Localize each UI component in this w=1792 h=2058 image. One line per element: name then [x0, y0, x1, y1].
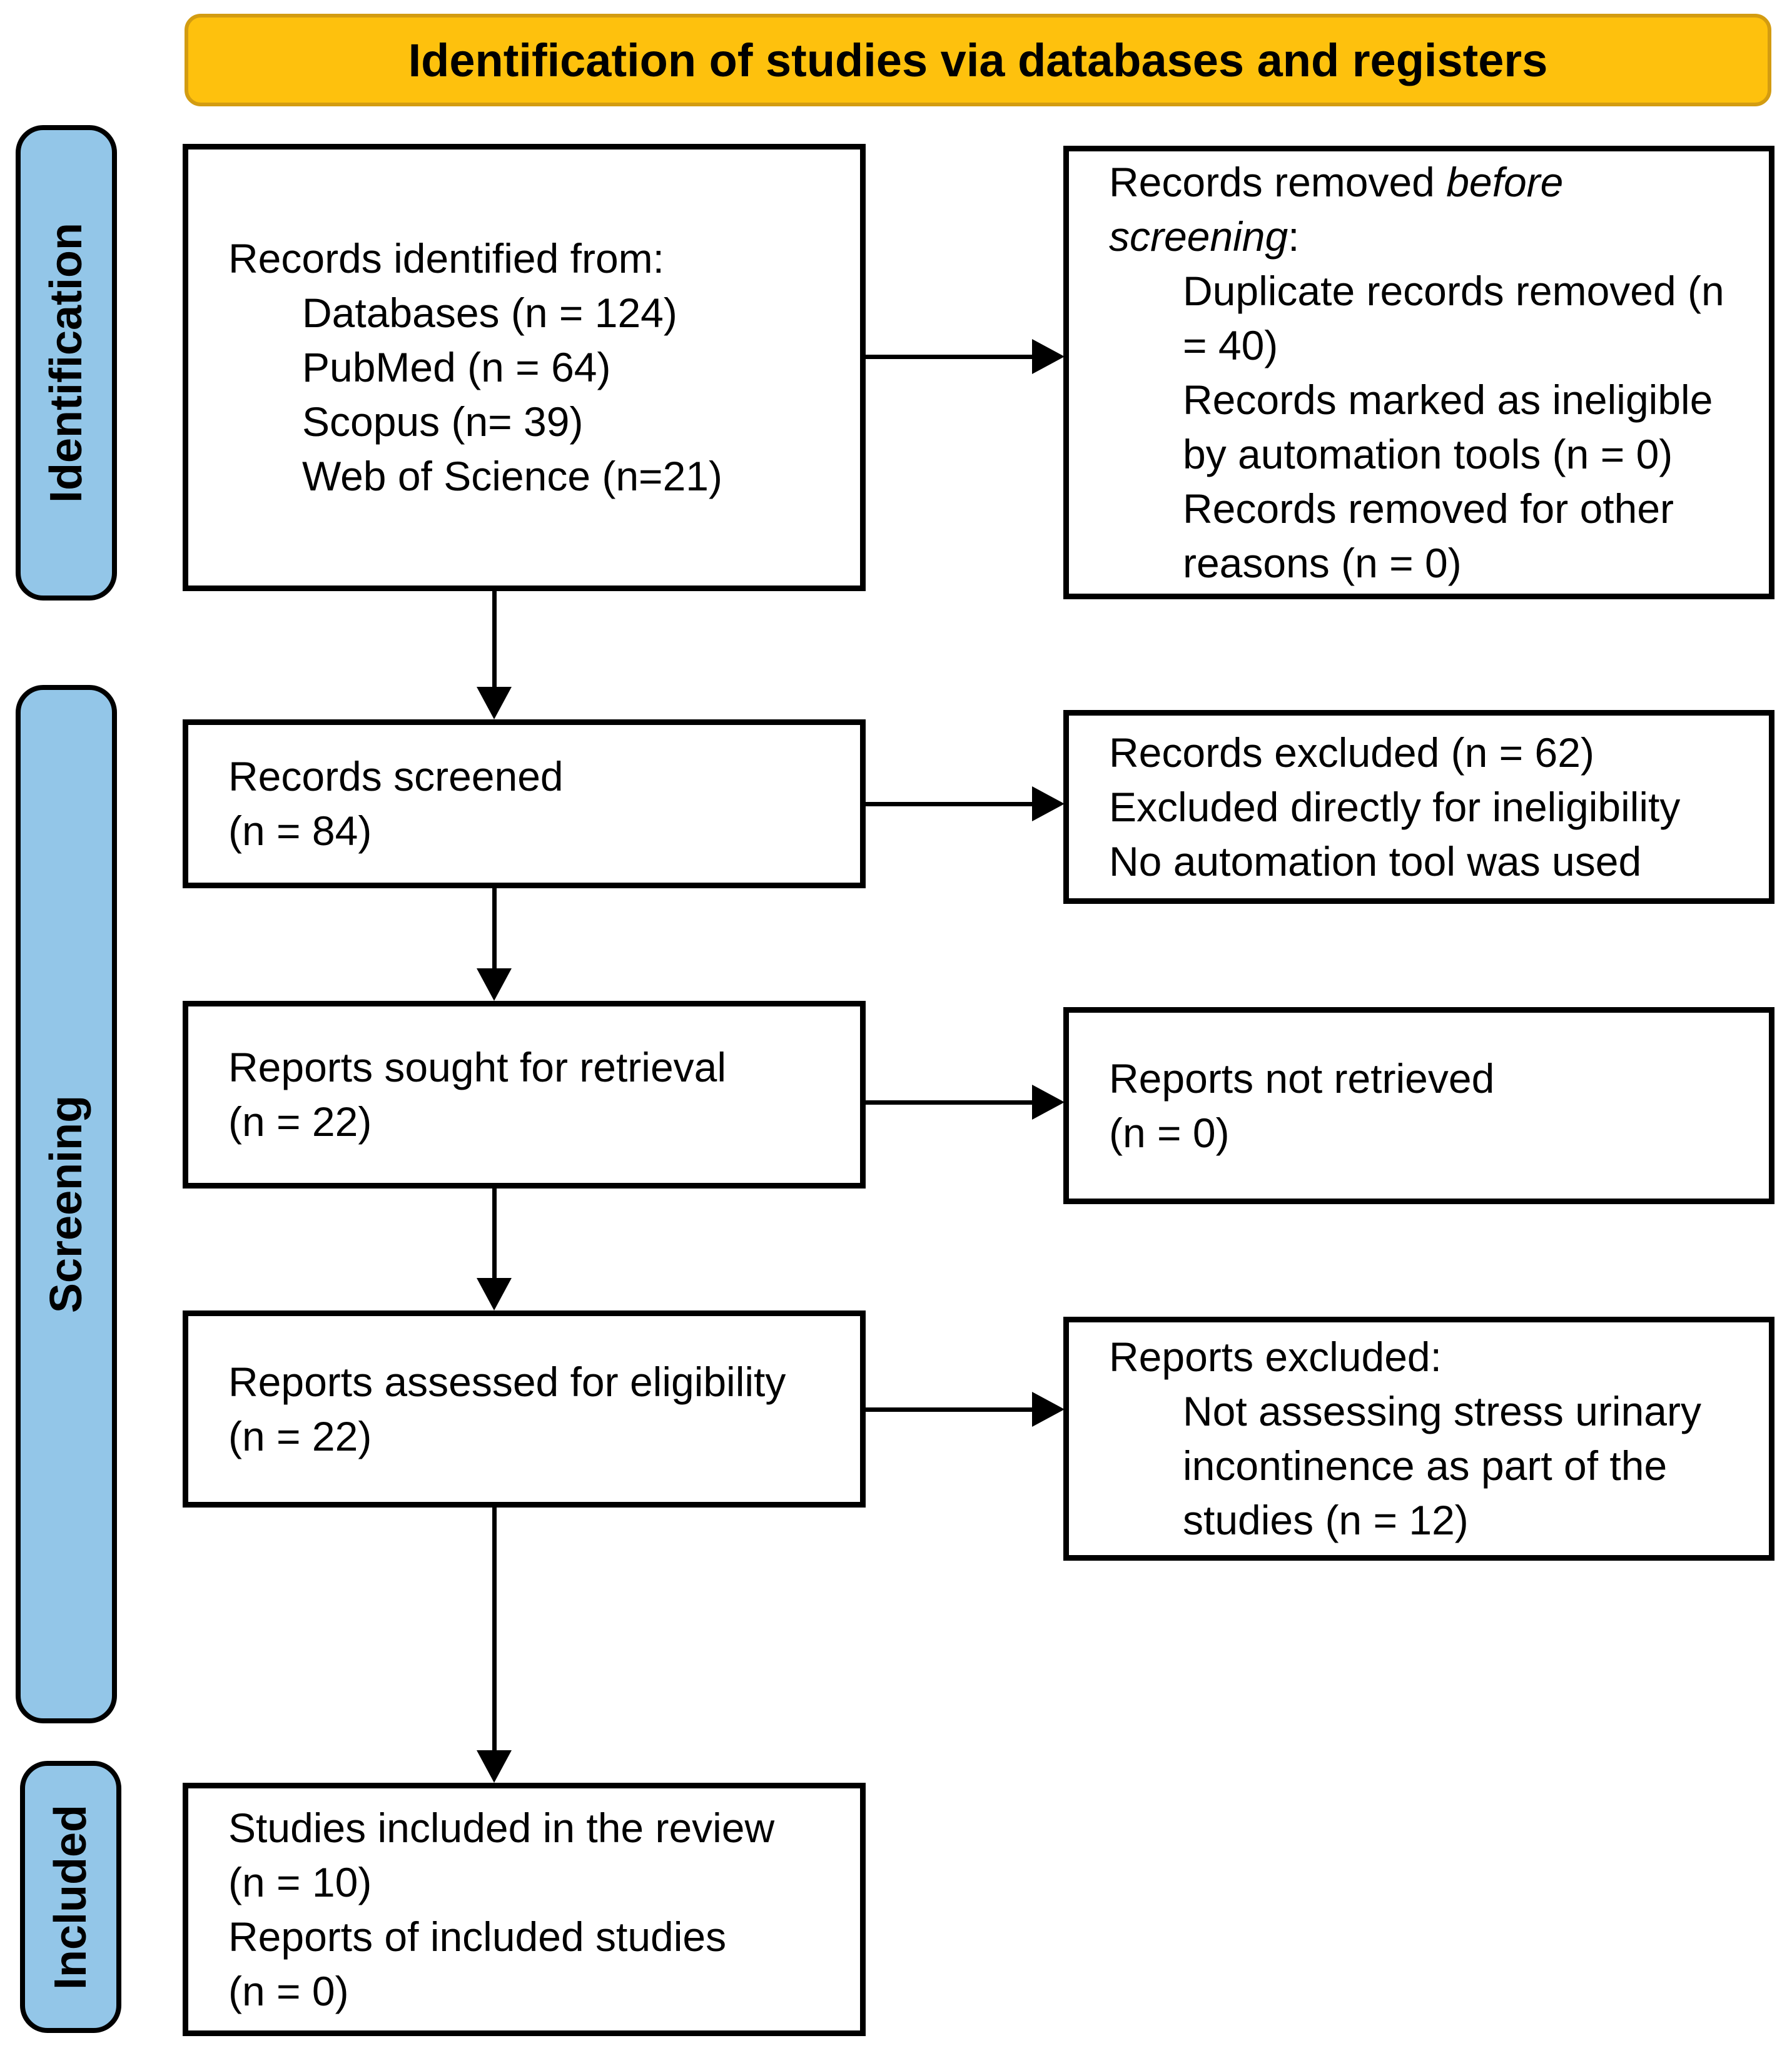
records-removed-heading-prefix: Records removed — [1109, 158, 1447, 205]
text-line: Excluded directly for ineligibility — [1109, 783, 1681, 830]
records-removed-heading-suffix: : — [1288, 213, 1300, 260]
box-studies-included: Studies included in the review (n = 10) … — [183, 1783, 866, 2036]
arrow-sought-to-not-retrieved — [866, 1100, 1035, 1105]
text-line: No automation tool was used — [1109, 838, 1642, 885]
records-identified-item: Web of Science (n=21) — [302, 453, 722, 499]
arrow-assessed-to-included — [492, 1508, 497, 1753]
box-reports-assessed: Reports assessed for eligibility (n = 22… — [183, 1310, 866, 1508]
text-line: Studies included in the review — [228, 1804, 775, 1851]
box-reports-not-retrieved: Reports not retrieved (n = 0) — [1063, 1007, 1774, 1204]
records-identified-item: Databases (n = 124) — [302, 290, 677, 336]
records-identified-heading: Records identified from: — [228, 235, 664, 281]
stage-identification-label: Identification — [41, 223, 91, 503]
text-line: Records excluded (n = 62) — [1109, 729, 1594, 776]
records-removed-item: Duplicate records removed (n = 40) — [1183, 267, 1724, 368]
text-line: (n = 22) — [228, 1098, 372, 1145]
records-removed-heading: Records removed before screening: — [1109, 155, 1729, 264]
records-removed-item: Records marked as ineligible by automati… — [1183, 376, 1713, 477]
text-line: (n = 22) — [228, 1412, 372, 1459]
arrowhead-right-icon — [1032, 1085, 1065, 1120]
text-line: (n = 10) — [228, 1858, 372, 1905]
stage-screening: Screening — [16, 685, 117, 1723]
text-line: Reports assessed for eligibility — [228, 1358, 786, 1405]
records-removed-heading-italic: before screening — [1109, 158, 1564, 260]
records-identified-item: PubMed (n = 64) — [302, 344, 611, 390]
text-line: (n = 84) — [228, 808, 372, 854]
text-line: Records screened — [228, 753, 564, 799]
reports-excluded-item: Not assessing stress urinary incontinenc… — [1183, 1388, 1701, 1543]
arrowhead-right-icon — [1032, 339, 1065, 374]
arrow-screened-to-sought — [492, 888, 497, 971]
arrowhead-down-icon — [477, 968, 512, 1001]
arrow-identified-to-removed — [866, 355, 1035, 359]
stage-identification: Identification — [16, 125, 117, 601]
arrow-sought-to-assessed — [492, 1189, 497, 1280]
box-records-screened: Records screened (n = 84) — [183, 719, 866, 888]
arrowhead-right-icon — [1032, 1392, 1065, 1427]
text-line: Reports not retrieved — [1109, 1055, 1495, 1102]
arrow-assessed-to-reports-excluded — [866, 1407, 1035, 1412]
text-line: (n = 0) — [1109, 1109, 1230, 1156]
arrow-identified-to-screened — [492, 591, 497, 690]
box-records-identified: Records identified from: Databases (n = … — [183, 144, 866, 591]
arrowhead-right-icon — [1032, 786, 1065, 821]
text-line: (n = 0) — [228, 1967, 349, 2014]
records-identified-item: Scopus (n= 39) — [302, 398, 584, 445]
stage-screening-label: Screening — [41, 1095, 91, 1314]
text-line: Reports of included studies — [228, 1913, 727, 1960]
stage-included-label: Included — [46, 1804, 96, 1990]
arrow-screened-to-excluded — [866, 802, 1035, 806]
records-removed-item: Records removed for other reasons (n = 0… — [1183, 485, 1674, 586]
box-reports-sought: Reports sought for retrieval (n = 22) — [183, 1001, 866, 1189]
banner-title: Identification of studies via databases … — [185, 14, 1771, 106]
box-records-removed: Records removed before screening: Duplic… — [1063, 146, 1774, 599]
stage-included: Included — [20, 1761, 121, 2033]
box-records-excluded: Records excluded (n = 62) Excluded direc… — [1063, 710, 1774, 904]
text-line: Reports sought for retrieval — [228, 1044, 727, 1090]
box-reports-excluded: Reports excluded: Not assessing stress u… — [1063, 1317, 1774, 1561]
reports-excluded-heading: Reports excluded: — [1109, 1334, 1442, 1380]
arrowhead-down-icon — [477, 687, 512, 719]
arrowhead-down-icon — [477, 1750, 512, 1783]
arrowhead-down-icon — [477, 1278, 512, 1310]
